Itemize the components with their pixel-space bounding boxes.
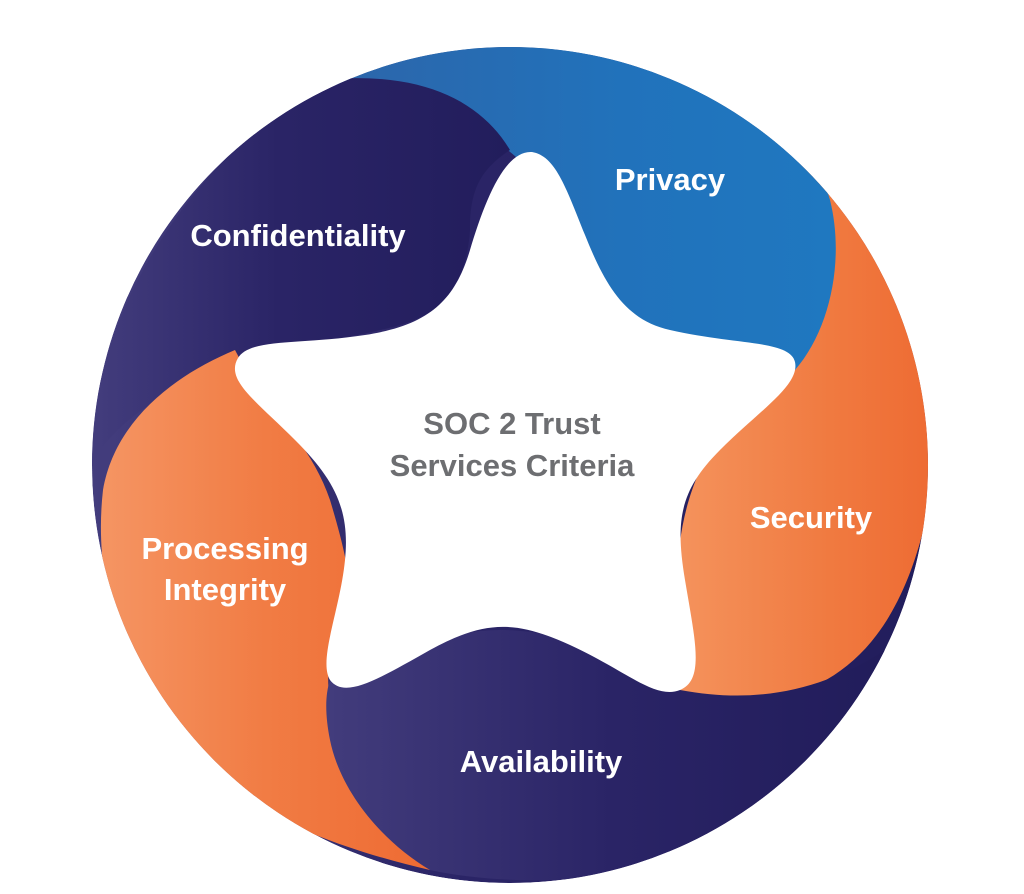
- ring-segments: [92, 47, 940, 883]
- security-label: Security: [750, 500, 873, 535]
- processing-label: Processing: [141, 531, 308, 566]
- segment-security[interactable]: [665, 110, 940, 702]
- availability-label: Availability: [460, 744, 623, 779]
- integrity-label: Integrity: [164, 572, 287, 607]
- center-title-line1: SOC 2 Trust: [423, 406, 600, 441]
- center-star: [234, 151, 796, 692]
- privacy-label: Privacy: [615, 162, 726, 197]
- confidentiality-label: Confidentiality: [190, 218, 406, 253]
- center-title-line2: Services Criteria: [390, 448, 635, 483]
